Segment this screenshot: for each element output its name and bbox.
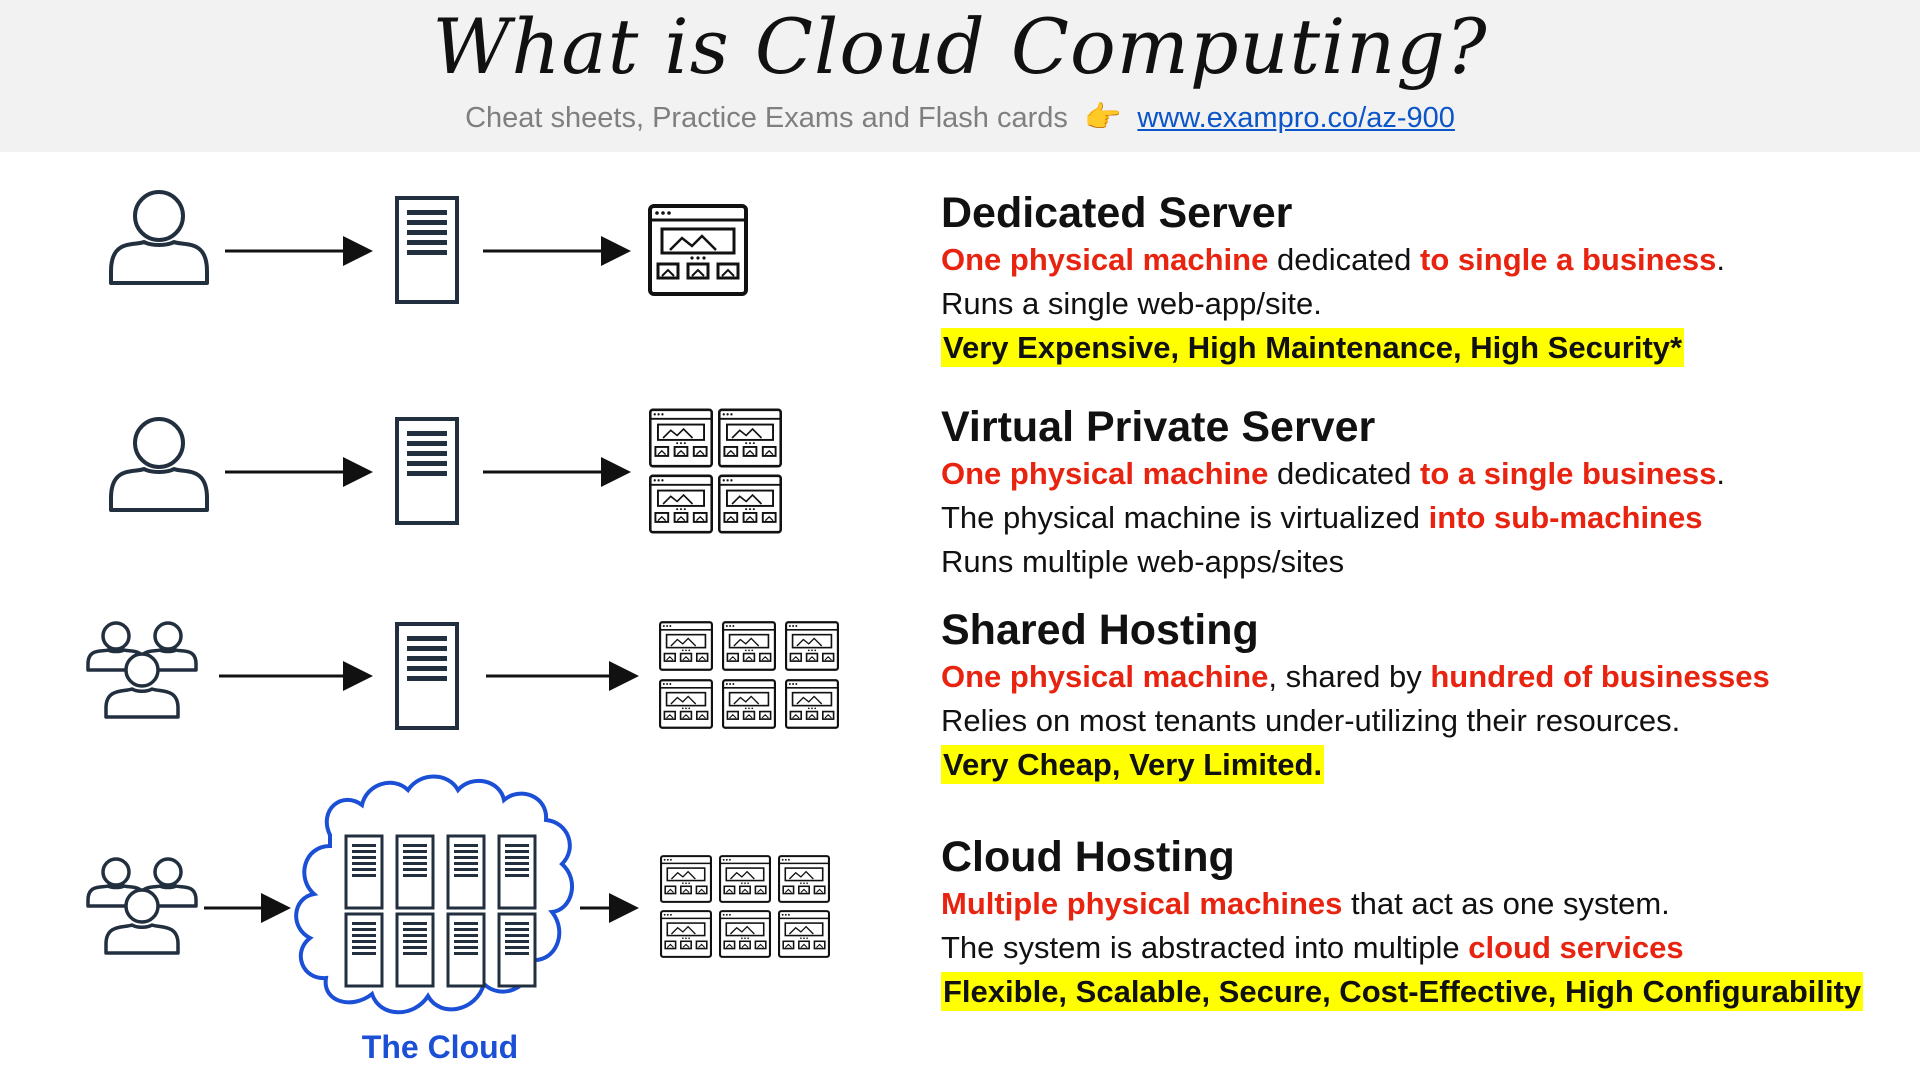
section-virtual-private-server: Virtual Private Server One physical mach…: [941, 402, 1901, 584]
website-icon: [777, 855, 831, 903]
row-dedicated: [109, 190, 748, 304]
section-line: The system is abstracted into multiple c…: [941, 926, 1901, 970]
section-line: Runs multiple web-apps/sites: [941, 540, 1901, 584]
section-cloud-hosting: Cloud Hosting Multiple physical machines…: [941, 832, 1901, 1014]
row-cloud: The Cloud: [88, 774, 831, 1065]
body-text: Relies on most tenants under-utilizing t…: [941, 703, 1681, 738]
subtitle-text: Cheat sheets, Practice Exams and Flash c…: [465, 102, 1068, 134]
body-text: .: [1716, 242, 1725, 277]
body-text: The system is abstracted into multiple: [941, 930, 1469, 965]
emphasis-text: Multiple physical machines: [941, 886, 1343, 921]
website-icon: [659, 679, 713, 729]
body-text: The physical machine is virtualized: [941, 500, 1429, 535]
body-text: Runs multiple web-apps/sites: [941, 544, 1345, 579]
section-line: One physical machine dedicated to a sing…: [941, 452, 1901, 496]
cloud-label: The Cloud: [362, 1029, 518, 1065]
section-line: One physical machine, shared by hundred …: [941, 655, 1901, 699]
highlight-text: Flexible, Scalable, Secure, Cost-Effecti…: [941, 972, 1864, 1011]
website-icon: [659, 621, 713, 671]
server-icon: [395, 196, 459, 304]
website-icon: [717, 474, 783, 534]
website-icon: [718, 855, 772, 903]
section-dedicated-server: Dedicated Server One physical machine de…: [941, 188, 1901, 370]
user-icon: [109, 417, 209, 512]
highlight-text: Very Expensive, High Maintenance, High S…: [941, 328, 1685, 367]
subtitle: Cheat sheets, Practice Exams and Flash c…: [0, 100, 1920, 135]
row-shared: [88, 621, 839, 730]
users-group-icon: [88, 623, 196, 717]
body-text: Runs a single web-app/site.: [941, 286, 1322, 321]
emphasis-text: One physical machine: [941, 456, 1269, 491]
header-band: What is Cloud Computing? Cheat sheets, P…: [0, 0, 1920, 152]
highlight-text: Very Cheap, Very Limited.: [941, 745, 1325, 784]
server-icon: [395, 622, 459, 730]
emphasis-text: hundred of businesses: [1430, 659, 1770, 694]
website-icon: [659, 855, 713, 903]
section-line: The physical machine is virtualized into…: [941, 496, 1901, 540]
body-text: that act as one system.: [1342, 886, 1670, 921]
section-shared-hosting: Shared Hosting One physical machine, sha…: [941, 605, 1901, 787]
website-icon: [648, 204, 748, 296]
website-icon: [659, 910, 713, 958]
body-text: , shared by: [1268, 659, 1431, 694]
website-icon: [785, 621, 839, 671]
website-icon: [718, 910, 772, 958]
section-line: Very Cheap, Very Limited.: [941, 743, 1901, 787]
section-title: Shared Hosting: [941, 606, 1259, 654]
emphasis-text: One physical machine: [941, 242, 1269, 277]
section-line: One physical machine dedicated to single…: [941, 238, 1901, 282]
user-icon: [109, 190, 209, 285]
pointing-hand-icon: 👉: [1083, 101, 1122, 134]
website-icon: [722, 679, 776, 729]
website-icon: [777, 910, 831, 958]
website-icon: [785, 679, 839, 729]
section-line: Runs a single web-app/site.: [941, 282, 1901, 326]
website-icon: [717, 408, 783, 468]
section-title: Cloud Hosting: [941, 833, 1235, 881]
body-text: .: [1716, 456, 1725, 491]
section-title: Virtual Private Server: [941, 403, 1376, 451]
section-line: Multiple physical machines that act as o…: [941, 882, 1901, 926]
users-group-icon: [88, 859, 196, 953]
server-icon: [395, 417, 459, 525]
emphasis-text: cloud services: [1468, 930, 1684, 965]
section-title: Dedicated Server: [941, 189, 1293, 237]
row-vps: [109, 408, 783, 534]
body-text: dedicated: [1268, 456, 1421, 491]
emphasis-text: One physical machine: [941, 659, 1269, 694]
website-icon: [648, 408, 714, 468]
section-line: Very Expensive, High Maintenance, High S…: [941, 326, 1901, 370]
section-line: Flexible, Scalable, Secure, Cost-Effecti…: [941, 970, 1901, 1014]
page-title: What is Cloud Computing?: [432, 2, 1488, 91]
emphasis-text: into sub-machines: [1428, 500, 1703, 535]
emphasis-text: to a single business: [1420, 456, 1717, 491]
exampro-link[interactable]: www.exampro.co/az-900: [1137, 102, 1455, 134]
emphasis-text: to single a business: [1420, 242, 1717, 277]
website-icon: [722, 621, 776, 671]
website-icon: [648, 474, 714, 534]
section-line: Relies on most tenants under-utilizing t…: [941, 699, 1901, 743]
body-text: dedicated: [1268, 242, 1421, 277]
hosting-diagram: The Cloud: [0, 190, 839, 1065]
